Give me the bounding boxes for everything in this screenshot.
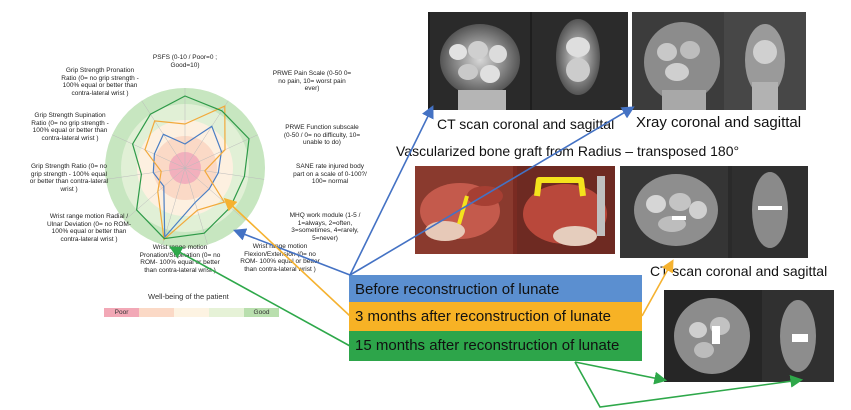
- caption-xray: Xray coronal and sagittal: [636, 114, 802, 131]
- radar-spoke-8: [105, 167, 186, 180]
- ct-scan-image-1: [428, 12, 628, 110]
- radar-series-0: [152, 125, 223, 239]
- radar-axis-label-1: PRWE Pain Scale (0-50 0= no pain, 10= wo…: [272, 70, 352, 92]
- timeline-before: Before reconstruction of lunate: [349, 275, 642, 305]
- caption-graft: Vascularized bone graft from Radius – tr…: [396, 143, 740, 159]
- legend-cell-3: [209, 308, 244, 317]
- timeline-3-months: 3 months after reconstruction of lunate: [349, 302, 642, 332]
- radar-chart: [105, 88, 265, 248]
- arrow-green-to-ct3-b: [574, 361, 668, 385]
- radar-spoke-3: [184, 167, 265, 180]
- radar-spoke-5: [184, 167, 208, 245]
- radar-spoke-1: [184, 100, 229, 169]
- radar-spoke-4: [184, 167, 246, 221]
- ct-scan-image-2: [620, 166, 808, 258]
- legend-cell-2: [174, 308, 209, 317]
- radar-spoke-9: [112, 134, 186, 169]
- legend-title: Well-being of the patient: [148, 292, 229, 301]
- radar-spoke-6: [162, 167, 186, 245]
- radar-axis-label-5: Wrist range motion Flexion/Extension (0=…: [240, 243, 320, 273]
- radar-series-1: [144, 105, 226, 241]
- radar-series-2: [131, 95, 250, 240]
- radar-spoke-7: [124, 167, 186, 221]
- ct-scan-panel-1: [428, 12, 628, 110]
- arrow-green-to-ct3: [574, 361, 804, 408]
- timeline-15-months: 15 months after reconstruction of lunate: [349, 331, 642, 361]
- arrow-yellow-to-radar: [223, 197, 351, 317]
- xray-panel: [632, 12, 806, 110]
- caption-ct-scan-2: CT scan coronal and sagittal: [650, 263, 828, 279]
- radar-axis-label-0: PSFS (0-10 / Poor=0 ; Good=10): [152, 54, 218, 69]
- ct-scan-image-3: [664, 290, 834, 382]
- ct-scan-panel-2: [620, 166, 808, 258]
- legend-cell-4: Good: [244, 308, 279, 317]
- arrow-yellow-to-ct2: [641, 259, 674, 317]
- arrow-green-to-radar: [169, 246, 351, 347]
- radar-axis-label-8: Grip Strength Ratio (0= no grip strength…: [29, 163, 109, 193]
- radar-axis-label-9: Grip Strength Supination Ratio (0= no gr…: [31, 112, 109, 142]
- caption-ct-scan-1: CT scan coronal and sagittal: [437, 116, 615, 132]
- radar-axis-label-10: Grip Strength Pronation Ratio (0= no gri…: [61, 67, 139, 97]
- ct-scan-panel-3: [664, 290, 834, 382]
- legend-cell-1: [139, 308, 174, 317]
- radar-axis-label-4: MHQ work module (1-5 / 1=always, 2=often…: [289, 212, 361, 242]
- radar-axis-label-7: Wrist range motion Radial / Ulnar Deviat…: [47, 213, 131, 243]
- radar-axis-label-3: SANE rate injured body part on a scale o…: [293, 163, 367, 185]
- arrow-blue-to-radar: [233, 228, 351, 276]
- xray-image: [632, 12, 806, 110]
- arrow-blue-to-ct: [349, 105, 434, 276]
- legend-cell-0: Poor: [104, 308, 139, 317]
- radar-axis-label-2: PRWE Function subscale (0-50 / 0= no dif…: [283, 124, 361, 146]
- arrow-blue-to-xray: [349, 106, 635, 276]
